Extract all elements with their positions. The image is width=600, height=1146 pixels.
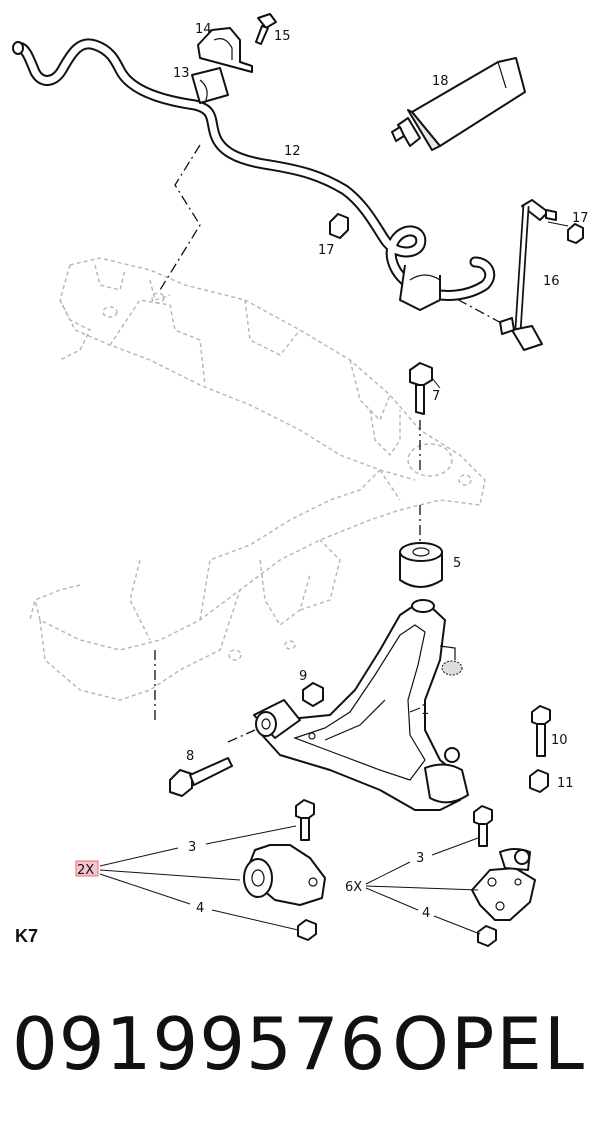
grease-point [439,645,463,676]
bushing-nut-kit [297,919,317,941]
callout-15: 15 [274,29,291,44]
bushing-nut [302,682,324,707]
grease-tube [391,57,526,151]
callout-11: 11 [557,776,574,791]
part-number: 09199576 [12,1002,387,1086]
callout-17-right: 17 [572,211,589,226]
callout-3-balljoint: 3 [416,851,424,866]
callout-18: 18 [432,74,449,89]
brand-name: OPEL [392,1002,586,1086]
qty-balljoint-kit: 6X [345,880,362,895]
callout-4-balljoint: 4 [422,906,430,921]
callout-10: 10 [551,733,568,748]
stabilizer-bushing [191,67,229,104]
assembly-axis-lines [154,144,506,743]
subframe-bolt [409,362,433,415]
front-bushing-assembly [243,844,326,906]
control-arm-rear-bushing [399,542,443,588]
callout-9: 9 [299,669,307,684]
bushing-bolt-kit [295,799,315,841]
front-bushing-bolt [169,757,233,797]
stabilizer-bar [12,38,496,311]
balljoint-bolt-kit [473,805,493,847]
callout-4-bushing: 4 [196,901,204,916]
sheet-code: K7 [15,926,38,946]
balljoint-bolt-large [531,705,551,757]
callout-1: 1 [421,703,429,718]
callout-7: 7 [432,389,440,404]
link-nut-left [329,213,349,239]
qty-bushing-kit: 2X [77,863,94,878]
lower-control-arm [253,599,469,811]
callout-17-left: 17 [318,243,335,258]
callout-13: 13 [173,66,190,81]
callout-14: 14 [195,22,212,37]
balljoint-nut-kit [477,925,497,947]
balljoint-nut-large [529,769,549,793]
subframe-outline [29,257,486,701]
ball-joint-assembly [471,848,536,921]
callout-5: 5 [453,556,461,571]
callout-8: 8 [186,749,194,764]
clamp-bolt [255,13,277,45]
exploded-parts-diagram: 1 3 3 4 4 5 7 8 9 10 11 12 13 14 15 16 1… [12,13,589,947]
callout-3-bushing: 3 [188,840,196,855]
leader-lines [99,221,569,935]
link-nut-right [567,223,584,244]
stabilizer-link [499,199,557,351]
bushing-clamp [197,27,253,73]
qty-highlight [75,860,99,877]
callout-12: 12 [284,144,301,159]
callout-16: 16 [543,274,560,289]
